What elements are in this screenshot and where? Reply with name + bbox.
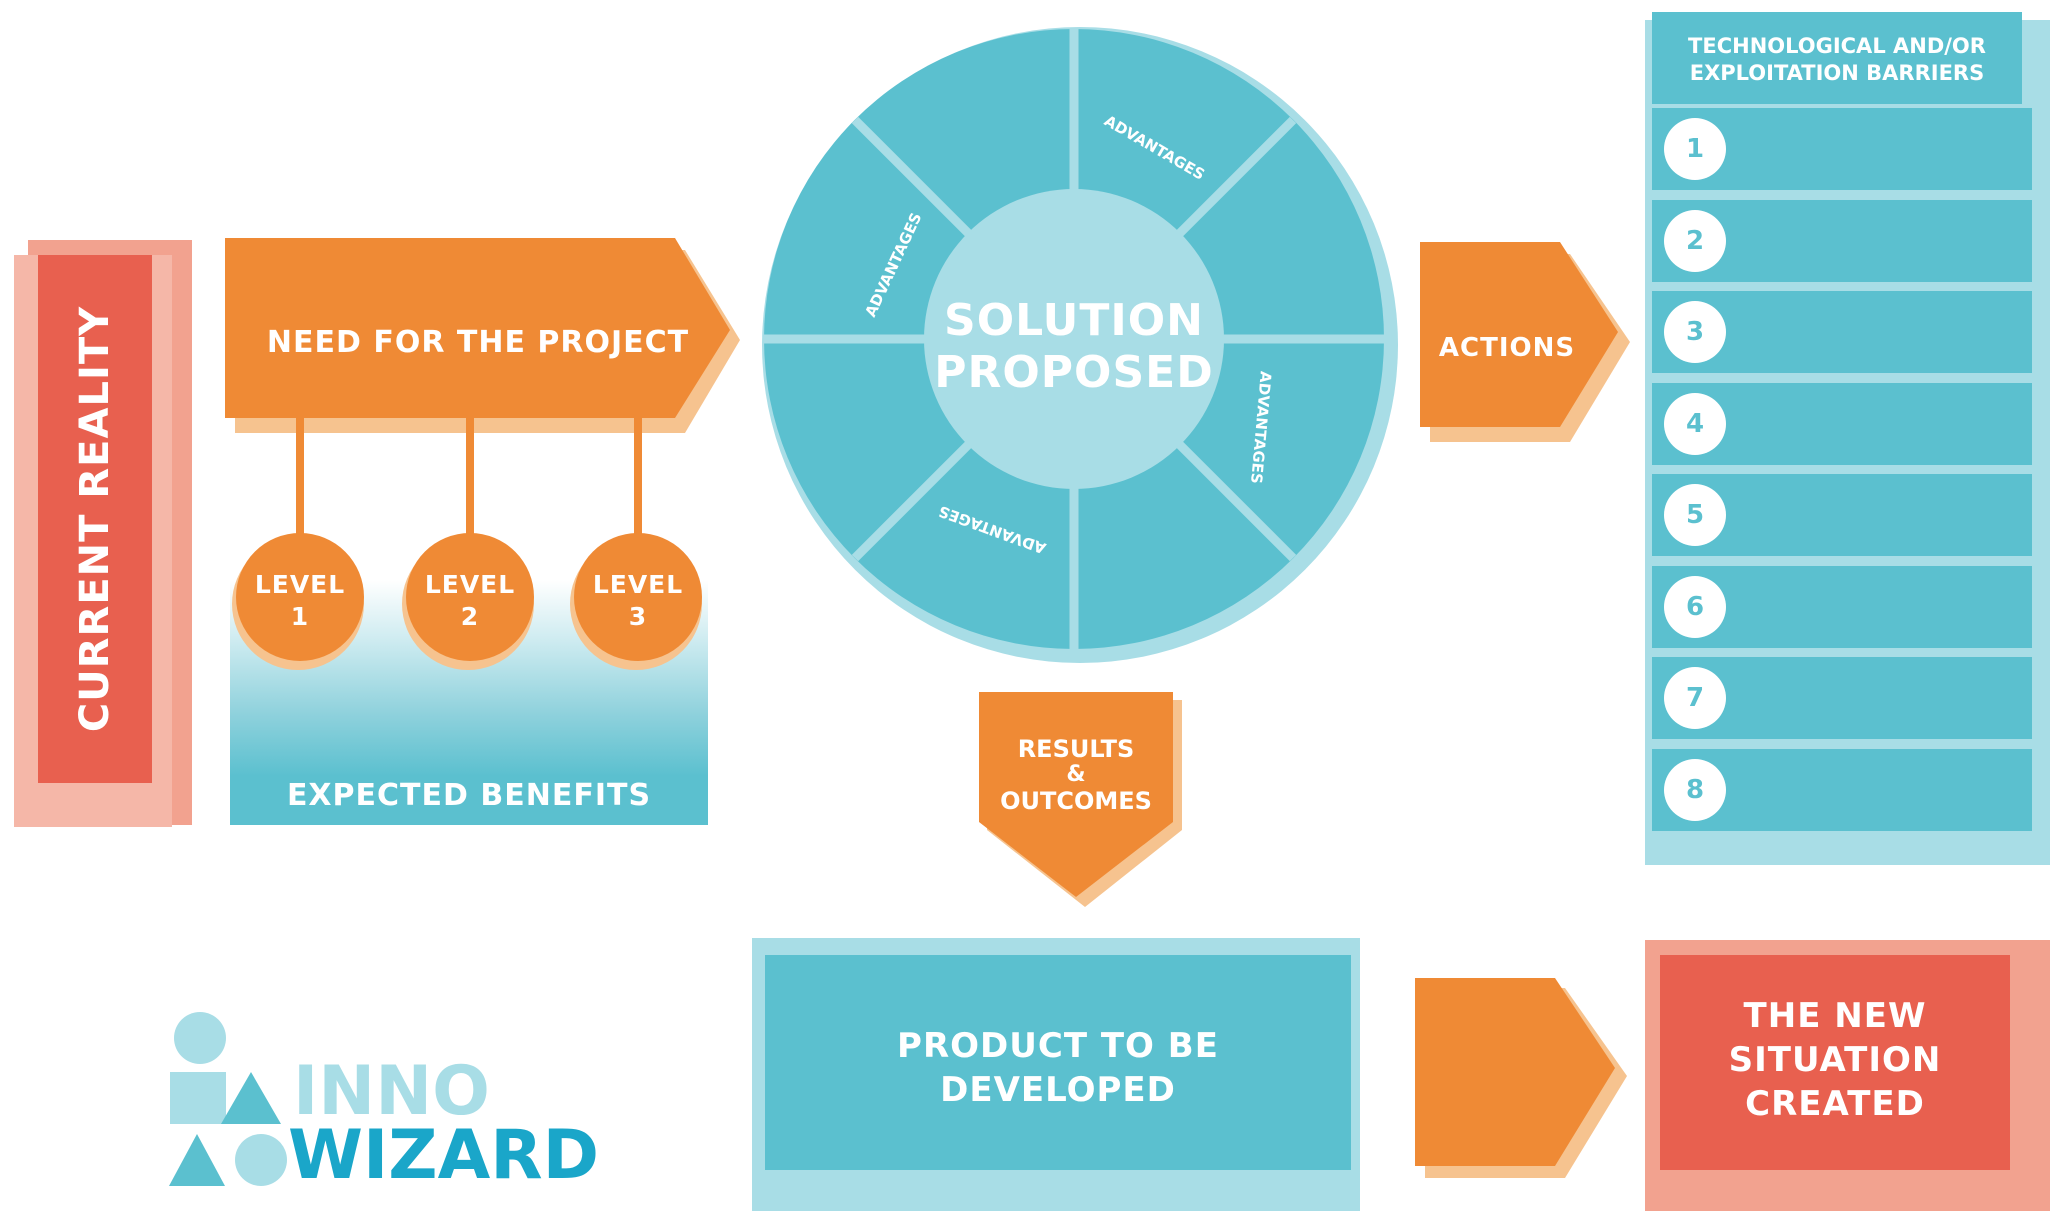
barrier-number: 8 — [1685, 775, 1705, 805]
actions-arrow — [1420, 242, 1630, 442]
product-label-line1: PRODUCT TO BE — [897, 1026, 1219, 1066]
barrier-row: 4 — [1652, 383, 2032, 465]
current-reality-label: CURRENT REALITY — [72, 305, 118, 733]
results-label-line1: RESULTS — [1017, 735, 1135, 763]
barrier-row: 6 — [1652, 566, 2032, 648]
barrier-number-circle — [1664, 576, 1726, 638]
barrier-number-circle — [1664, 484, 1726, 546]
barrier-row: 2 — [1652, 200, 2032, 282]
barrier-number-circle — [1664, 393, 1726, 455]
barrier-number-circle — [1664, 118, 1726, 180]
new-situation-line3: CREATED — [1745, 1084, 1925, 1124]
barrier-number-circle — [1664, 301, 1726, 363]
barrier-number-circle — [1664, 759, 1726, 821]
barriers-header — [1652, 12, 2022, 104]
barrier-row: 8 — [1652, 749, 2032, 831]
barrier-number: 3 — [1685, 317, 1705, 347]
need-for-project-label: NEED FOR THE PROJECT — [266, 325, 690, 360]
actions-label: ACTIONS — [1438, 333, 1576, 363]
barriers-title-line2: EXPLOITATION BARRIERS — [1689, 61, 1985, 85]
logo-shapes-icon — [169, 1012, 287, 1186]
barrier-number: 5 — [1685, 500, 1705, 530]
barrier-number: 4 — [1685, 409, 1705, 439]
results-arrow — [979, 692, 1182, 907]
solution-wheel: ADVANTAGES ADVANTAGES ADVANTAGES ADVANTA… — [762, 27, 1398, 663]
new-situation-line2: SITUATION — [1728, 1040, 1942, 1080]
barrier-number: 1 — [1685, 134, 1705, 164]
barrier-number: 6 — [1685, 592, 1705, 622]
logo-word-wizard: WIZARD — [288, 1116, 600, 1195]
barrier-number: 2 — [1685, 226, 1705, 256]
barrier-row: 3 — [1652, 291, 2032, 373]
solution-label-line1: SOLUTION — [944, 295, 1204, 346]
results-label-line3: OUTCOMES — [1000, 787, 1152, 815]
barrier-row: 1 — [1652, 108, 2032, 190]
barrier-number: 7 — [1685, 683, 1705, 713]
new-situation-line1: THE NEW — [1743, 996, 1927, 1036]
barriers-title-line1: TECHNOLOGICAL AND/OR — [1688, 34, 1986, 58]
barrier-row: 7 — [1652, 657, 2032, 739]
barrier-number-circle — [1664, 210, 1726, 272]
solution-label-line2: PROPOSED — [934, 347, 1214, 398]
results-label-line2: & — [1066, 762, 1086, 787]
expected-benefits-label: EXPECTED BENEFITS — [286, 778, 652, 813]
product-label-line2: DEVELOPED — [940, 1070, 1176, 1110]
barrier-row: 5 — [1652, 474, 2032, 556]
product-to-situation-arrow — [1415, 978, 1627, 1178]
need-for-project-arrow — [225, 238, 740, 433]
logo-word-inno: INNO — [293, 1052, 490, 1131]
barrier-number-circle — [1664, 667, 1726, 729]
